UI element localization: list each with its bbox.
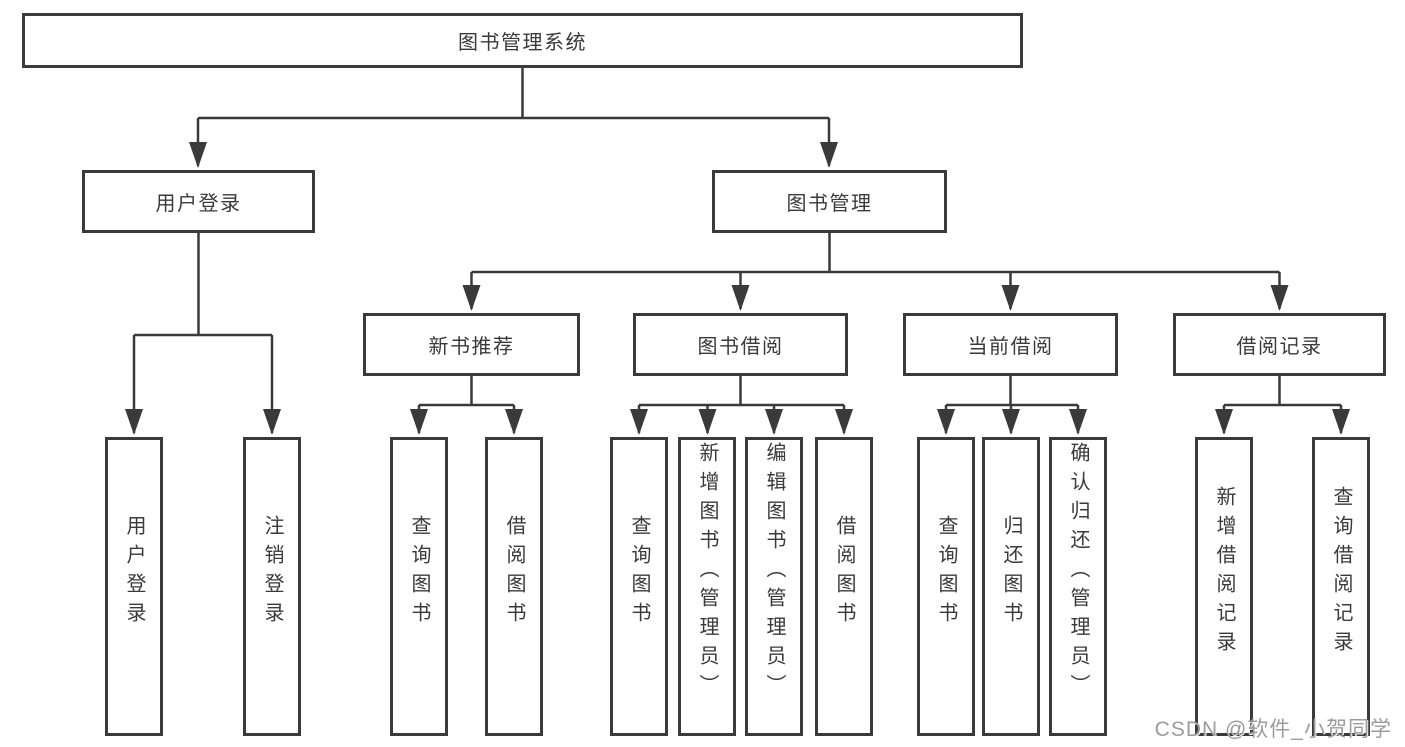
leaf-label: 新增图书（管理员） (696, 442, 718, 703)
leaf-label: 查询图书 (408, 514, 430, 631)
leaf-label: 查询借阅记录 (1330, 485, 1352, 660)
leaf-label: 借阅图书 (503, 514, 525, 631)
leaf-label: 借阅图书 (833, 514, 855, 631)
leaf-current-confirm-return-admin: 确认归还（管理员） (1049, 437, 1107, 736)
leaf-recommend-query-books: 查询图书 (390, 437, 448, 736)
leaf-label: 归还图书 (1000, 514, 1022, 631)
leaf-current-query-books: 查询图书 (917, 437, 975, 736)
node-label: 当前借阅 (967, 336, 1054, 358)
leaf-borrow-query-books: 查询图书 (610, 437, 668, 736)
connector-path (132, 68, 1343, 433)
node-user-login: 用户登录 (82, 170, 315, 233)
leaf-label: 查询图书 (935, 514, 957, 631)
node-label: 图书借阅 (697, 336, 784, 358)
leaf-current-return-books: 归还图书 (982, 437, 1040, 736)
node-current-borrow: 当前借阅 (903, 313, 1118, 376)
node-book-management: 图书管理 (712, 170, 947, 233)
leaf-label: 查询图书 (628, 514, 650, 631)
leaf-label: 新增借阅记录 (1213, 485, 1235, 660)
leaf-label: 用户登录 (123, 514, 145, 631)
leaf-label: 确认归还（管理员） (1067, 442, 1089, 703)
leaf-records-query-record: 查询借阅记录 (1312, 437, 1370, 736)
node-label: 图书管理 (786, 193, 873, 215)
node-label: 新书推荐 (428, 336, 515, 358)
node-root: 图书管理系统 (22, 13, 1023, 68)
leaf-records-add-record: 新增借阅记录 (1195, 437, 1253, 736)
leaf-logout: 注销登录 (243, 437, 301, 736)
leaf-borrow-add-books-admin: 新增图书（管理员） (678, 437, 736, 736)
node-borrow-records: 借阅记录 (1173, 313, 1386, 376)
node-label: 图书管理系统 (458, 32, 587, 54)
leaf-user-login: 用户登录 (105, 437, 163, 736)
arrowhead-icons (125, 142, 1350, 435)
node-book-borrow: 图书借阅 (633, 313, 848, 376)
leaf-recommend-borrow-books: 借阅图书 (485, 437, 543, 736)
leaf-label: 编辑图书（管理员） (763, 442, 785, 703)
leaf-borrow-borrow-books: 借阅图书 (815, 437, 873, 736)
leaf-borrow-edit-books-admin: 编辑图书（管理员） (745, 437, 803, 736)
leaf-label: 注销登录 (261, 514, 283, 631)
watermark: CSDN @软件_小贺同学 (1154, 718, 1392, 741)
node-new-book-recommend: 新书推荐 (363, 313, 580, 376)
node-label: 借阅记录 (1236, 336, 1323, 358)
node-label: 用户登录 (155, 193, 242, 215)
